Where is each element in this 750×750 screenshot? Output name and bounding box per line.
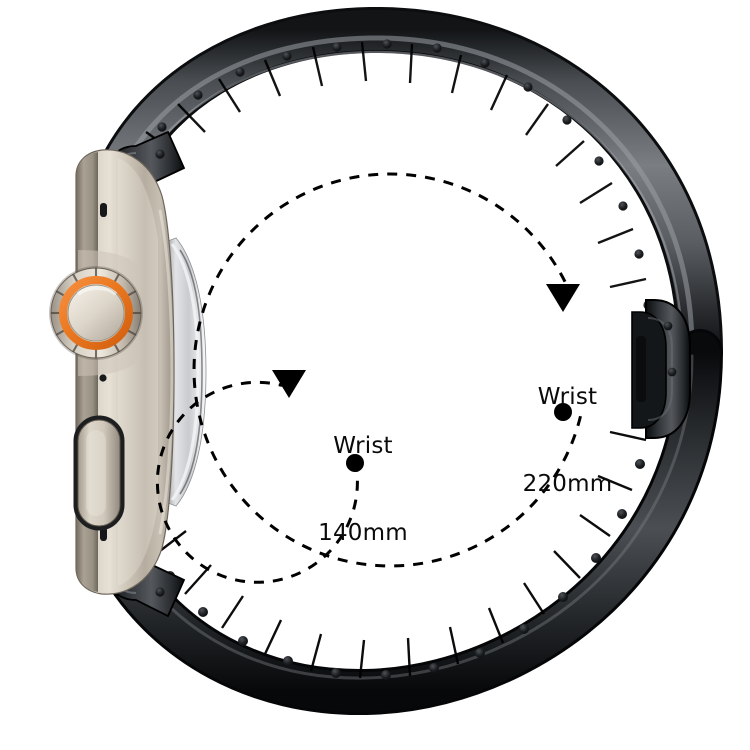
watch-case-side-profile [49,149,207,595]
label-wrist-140-line2: 140mm [318,520,408,546]
wrist-size-annotations [155,172,582,584]
arc-wrist-220 [192,172,582,568]
case-vent-top [100,203,107,217]
crown-face [67,284,125,342]
watch-band-link-bracelet [89,6,723,716]
arc-outer-start-dot [554,403,572,421]
label-wrist-220-line2: 220mm [522,471,613,497]
side-button [73,415,125,531]
label-wrist-140: Wrist 140mm [303,374,423,606]
arc-wrist-140 [155,380,359,584]
microphone-pinhole [99,374,107,382]
crown-orange-ring [59,276,133,350]
label-wrist-140-line1: Wrist [333,433,393,459]
label-wrist-220: Wrist 220mm [505,325,630,557]
case-vent-bottom [100,527,107,541]
digital-crown [49,250,143,376]
arc-inner-arrowhead [272,370,306,398]
arc-inner-start-dot [346,454,364,472]
label-wrist-220-line1: Wrist [537,384,598,410]
band-clasp [631,299,691,439]
arc-outer-arrowhead [546,284,580,312]
